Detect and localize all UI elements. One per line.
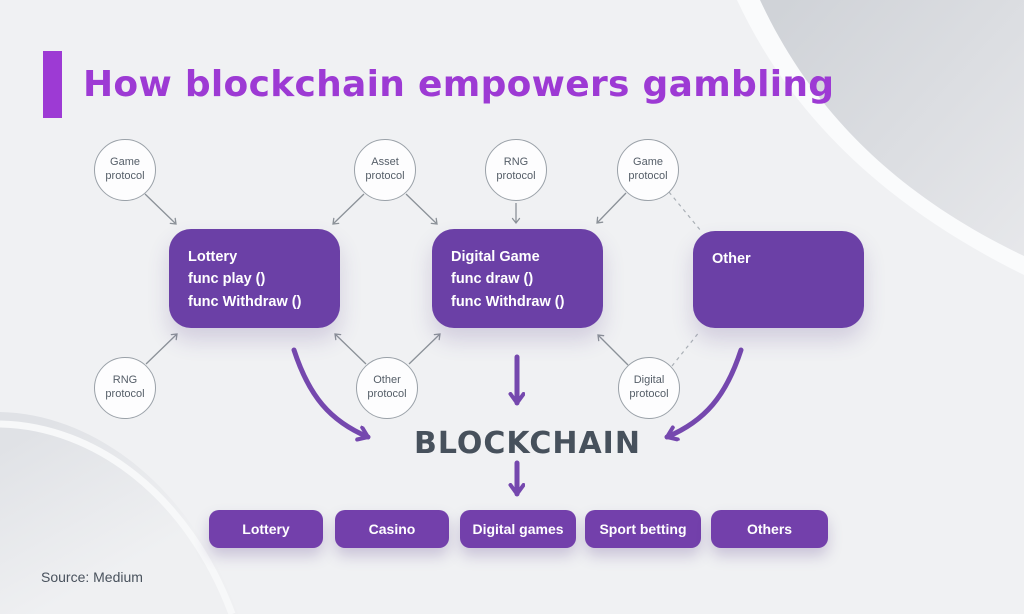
contract-box-digital-game: Digital Game func draw () func Withdraw … <box>432 229 603 328</box>
box-func-line: func play () <box>188 271 266 288</box>
circle-label-line1: Asset <box>371 156 399 169</box>
button-label: Digital games <box>472 521 564 537</box>
page-title: How blockchain empowers gambling <box>83 64 835 105</box>
arrow-other-to-digitalgame <box>408 333 441 365</box>
box-title: Digital Game <box>451 249 540 265</box>
circle-label-line1: Game <box>110 156 140 169</box>
protocol-circle-digital: Digital protocol <box>618 357 680 419</box>
dashed-game2-to-other <box>668 191 702 232</box>
swoosh-bottom-left-highlight <box>0 420 236 614</box>
arrow-game2-to-digitalgame <box>596 192 627 224</box>
circle-label-line2: protocol <box>628 170 668 182</box>
box-func-line: func Withdraw () <box>188 293 302 310</box>
button-label: Casino <box>368 521 416 537</box>
protocol-circle-game-top-left: Game protocol <box>94 139 156 201</box>
box-title: Other <box>712 251 751 267</box>
protocol-circle-rng-bottom: RNG protocol <box>94 357 156 419</box>
button-label: Sport betting <box>599 521 687 537</box>
category-button-others: Others <box>711 510 828 548</box>
protocol-circle-asset: Asset protocol <box>354 139 416 201</box>
circle-label-line1: RNG <box>112 374 138 387</box>
dashed-digital-to-other <box>671 330 701 367</box>
category-button-lottery: Lottery <box>209 510 323 548</box>
blockchain-label: BLOCKCHAIN <box>414 426 641 461</box>
arrow-other-to-blockchain <box>664 347 744 437</box>
source-note: Source: Medium <box>41 569 143 585</box>
title-accent-bar <box>43 51 62 118</box>
circle-label-line2: protocol <box>105 170 145 182</box>
circle-label-line2: protocol <box>367 388 407 400</box>
protocol-circle-game-top-right: Game protocol <box>617 139 679 201</box>
contract-box-other: Other <box>693 231 864 328</box>
protocol-circle-other: Other protocol <box>356 357 418 419</box>
box-func-line: func Withdraw () <box>451 293 565 310</box>
arrow-game1-to-lottery <box>144 193 177 225</box>
circle-label-line2: protocol <box>496 170 536 182</box>
arrow-other-to-lottery <box>334 333 367 365</box>
circle-label-line2: protocol <box>365 170 405 182</box>
category-button-casino: Casino <box>335 510 449 548</box>
swoosh-bottom-left <box>0 412 238 614</box>
circle-label-line1: Game <box>633 156 663 169</box>
button-label: Lottery <box>242 521 290 537</box>
arrow-asset-to-digitalgame <box>405 193 438 225</box>
category-button-digital-games: Digital games <box>460 510 576 548</box>
arrow-asset-to-lottery <box>332 193 365 225</box>
contract-box-lottery: Lottery func play () func Withdraw () <box>169 229 340 328</box>
arrow-rngbottom-to-lottery <box>145 333 178 365</box>
protocol-circle-rng-top: RNG protocol <box>485 139 547 201</box>
circle-label-line1: RNG <box>503 156 529 169</box>
circle-label-line1: Digital <box>633 374 665 387</box>
swoosh-top-right <box>760 0 1024 256</box>
button-label: Others <box>746 521 793 537</box>
circle-label-line2: protocol <box>629 388 669 400</box>
category-button-sport-betting: Sport betting <box>585 510 701 548</box>
circle-label-line1: Other <box>373 374 401 387</box>
box-title: Lottery <box>188 249 238 265</box>
box-func-line: func draw () <box>451 271 534 288</box>
arrow-lottery-to-blockchain <box>291 347 371 437</box>
arrow-digital-to-digitalgame <box>597 334 629 366</box>
circle-label-line2: protocol <box>105 388 145 400</box>
